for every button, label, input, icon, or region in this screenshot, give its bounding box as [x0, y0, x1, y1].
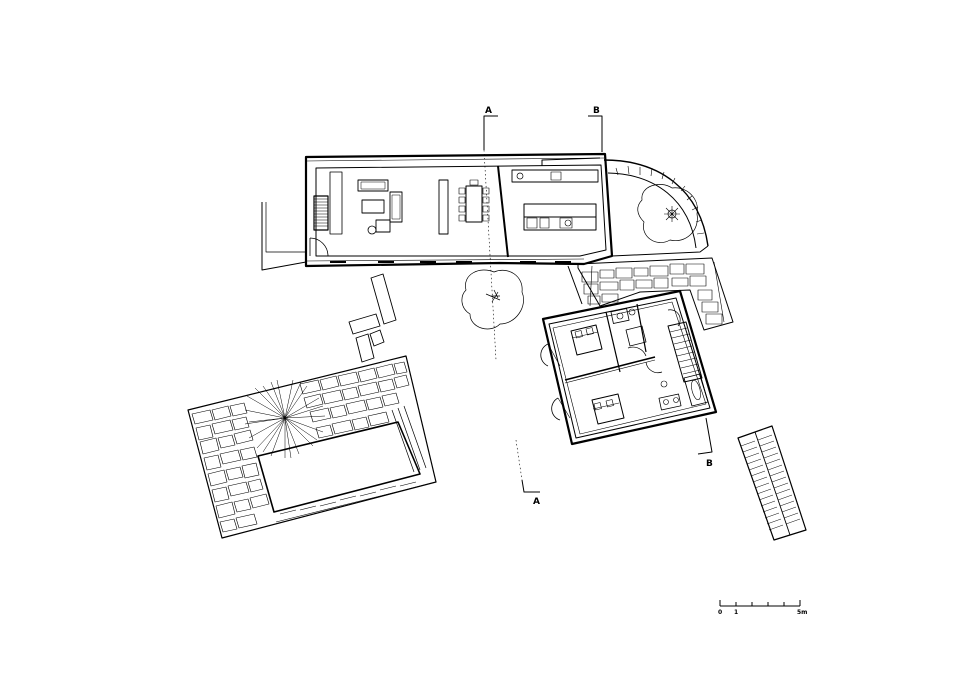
- guest-house-partition: [564, 356, 656, 381]
- bathroom-upper: [610, 308, 647, 347]
- kitchen: [511, 169, 599, 231]
- guest-house: [540, 289, 718, 446]
- scale-label-zero: 0: [718, 609, 722, 616]
- section-marker-b-bottom: B: [706, 459, 713, 469]
- pool-deck: [187, 355, 437, 539]
- scale-label-one: 1: [734, 609, 738, 616]
- scale-label-end: 5m: [797, 609, 807, 616]
- long-counter: [438, 179, 449, 235]
- guest-house-outer-wall: [541, 289, 718, 446]
- west-wall: [261, 202, 307, 271]
- section-marker-a-top: A: [485, 106, 492, 116]
- section-line-b: [588, 115, 713, 455]
- curved-garden-wall: [603, 159, 709, 257]
- section-marker-a-bottom: A: [533, 497, 540, 507]
- section-marker-b-top: B: [593, 106, 600, 116]
- bathroom-lower: [658, 373, 709, 411]
- central-tree: [461, 269, 524, 330]
- main-house-inner-wall: [315, 164, 607, 257]
- dining-table: [458, 179, 490, 223]
- main-house: [304, 152, 614, 268]
- guest-stair: [667, 321, 703, 383]
- stepping-stones: [348, 273, 397, 363]
- entry-door-swing: [309, 237, 329, 257]
- main-house-partition: [497, 165, 509, 258]
- pool-water: [257, 421, 421, 513]
- pathway: [567, 265, 583, 305]
- palm-plant: [244, 379, 326, 459]
- stone-paving-east: [577, 257, 734, 331]
- bed-upper: [570, 324, 603, 356]
- section-line-a: [483, 115, 540, 493]
- scale-bar: [719, 600, 801, 607]
- staircase: [313, 171, 343, 235]
- bed-lower: [591, 393, 625, 425]
- pool-paving-stones: [191, 361, 437, 533]
- courtyard-tree: [637, 184, 698, 243]
- living-furniture: [357, 179, 403, 235]
- timber-deck: [737, 425, 807, 541]
